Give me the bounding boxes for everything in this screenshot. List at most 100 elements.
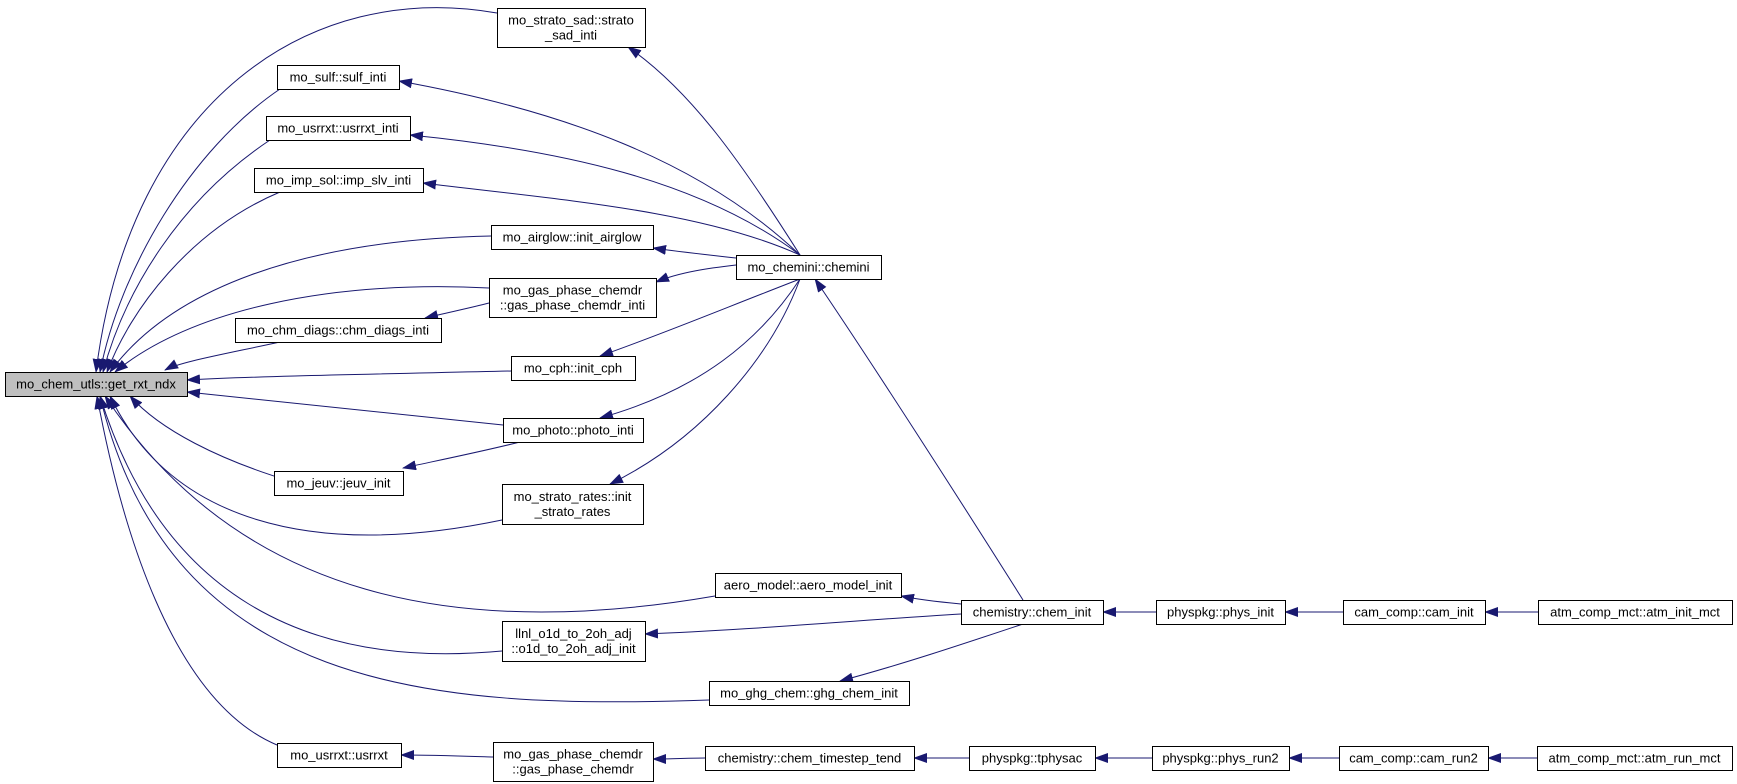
node-phys-init[interactable]: physpkg::phys_init [1156,600,1286,625]
node-label: mo_imp_sol::imp_slv_inti [266,173,411,188]
edge-arrow [109,235,492,373]
node-label: physpkg::phys_init [1167,605,1274,620]
node-label: ::o1d_to_2oh_adj_init [511,641,636,656]
node-box [1152,746,1290,771]
node-label: atm_comp_mct::atm_run_mct [1549,751,1721,766]
node-label: mo_airglow::init_airglow [503,230,642,245]
edge-arrow [104,395,716,613]
node-sulf[interactable]: mo_sulf::sulf_inti [277,65,400,90]
node-box [715,573,902,598]
node-chm-diags[interactable]: mo_chm_diags::chm_diags_inti [235,318,442,343]
node-imp-sol[interactable]: mo_imp_sol::imp_slv_inti [254,168,424,193]
node-box [493,742,654,782]
node-chemini[interactable]: mo_chemini::chemini [736,255,882,280]
edge-arrow [398,78,801,256]
node-strato-sad[interactable]: mo_strato_sad::strato_sad_inti [497,8,646,48]
node-aero-model[interactable]: aero_model::aero_model_init [715,573,902,598]
edge-arrow [599,278,801,357]
edge-strato_rates-to-root [109,395,503,536]
edge-arrow [424,302,490,320]
node-airglow[interactable]: mo_airglow::init_airglow [491,225,654,250]
edge-llnl-to-root [99,395,503,655]
node-box [1538,600,1733,625]
node-label: physpkg::tphysac [982,751,1083,766]
node-box [502,484,644,525]
edge-arrow [402,441,521,471]
edge-arrow [98,395,710,703]
node-box [235,318,442,343]
node-cam-init[interactable]: cam_comp::cam_init [1343,600,1486,625]
node-llnl[interactable]: llnl_o1d_to_2oh_adj::o1d_to_2oh_adj_init [502,621,646,662]
node-jeuv[interactable]: mo_jeuv::jeuv_init [274,471,404,496]
edge-airglow-to-root [109,235,492,373]
node-box [277,743,402,768]
node-box [1343,600,1486,625]
edge-chem_init-to-chemini [814,278,1024,601]
node-label: llnl_o1d_to_2oh_adj [515,626,631,641]
edge-arrow [409,131,801,256]
node-box [254,168,424,193]
edge-chem_init-to-aero_model [900,593,962,605]
node-box [511,356,636,381]
edge-arrow [106,191,281,373]
edge-arrow [186,388,504,426]
node-box [1339,746,1489,771]
node-box [491,225,654,250]
node-box [274,471,404,496]
node-chem-timestep[interactable]: chemistry::chem_timestep_tend [705,746,915,771]
node-label: mo_gas_phase_chemdr [503,747,643,762]
edge-gas_phase_inti-to-root [114,286,490,373]
edge-usrrxt-to-root [94,395,278,746]
edge-chemini-to-gas_phase_inti [655,264,737,283]
node-box [497,8,646,48]
edge-arrow [94,395,278,746]
node-label: mo_usrrxt::usrrxt_inti [277,121,398,136]
node-box [502,621,646,662]
node-label: atm_comp_mct::atm_init_mct [1550,605,1720,620]
edge-arrow [92,7,498,373]
edge-arrow [609,278,801,485]
node-label: chemistry::chem_timestep_tend [718,751,902,766]
edge-chemini-to-photo [599,278,801,420]
node-cam-run2[interactable]: cam_comp::cam_run2 [1339,746,1489,771]
node-label: physpkg::phys_run2 [1162,751,1278,766]
node-box [1156,600,1286,625]
node-usrrxt-inti[interactable]: mo_usrrxt::usrrxt_inti [266,116,411,141]
edge-arrow [839,623,1024,683]
node-photo[interactable]: mo_photo::photo_inti [503,418,644,443]
edge-arrow [164,341,281,371]
node-box [1537,746,1733,771]
node-label: mo_chm_diags::chm_diags_inti [247,323,429,338]
node-phys-run2[interactable]: physpkg::phys_run2 [1152,746,1290,771]
node-gas-phase[interactable]: mo_gas_phase_chemdr::gas_phase_chemdr [493,742,654,782]
node-gas-phase-inti[interactable]: mo_gas_phase_chemdr::gas_phase_chemdr_in… [489,278,657,318]
node-chem-init[interactable]: chemistry::chem_init [961,600,1104,625]
node-ghg[interactable]: mo_ghg_chem::ghg_chem_init [709,681,910,706]
node-cph[interactable]: mo_cph::init_cph [511,356,636,381]
node-usrrxt[interactable]: mo_usrrxt::usrrxt [277,743,402,768]
edge-arrow [814,278,1024,601]
node-strato-rates[interactable]: mo_strato_rates::init_strato_rates [502,484,644,525]
node-atm-run-mct[interactable]: atm_comp_mct::atm_run_mct [1537,746,1733,771]
node-box [736,255,882,280]
node-label: mo_gas_phase_chemdr [503,283,643,298]
node-tphysac[interactable]: physpkg::tphysac [969,746,1096,771]
node-label: mo_jeuv::jeuv_init [286,476,390,491]
edge-chemini-to-strato_sad [627,46,801,256]
edge-arrow [644,613,962,639]
edge-gas_phase_inti-to-chm_diags [424,302,490,320]
node-label: ::gas_phase_chemdr [512,762,634,777]
edge-gas_phase-to-usrrxt [400,750,494,761]
node-box [969,746,1096,771]
edge-photo-to-jeuv [402,441,521,471]
node-root[interactable]: mo_chem_utls::get_rxt_ndx [5,372,188,397]
node-label: cam_comp::cam_init [1354,605,1474,620]
node-atm-init-mct[interactable]: atm_comp_mct::atm_init_mct [1538,600,1733,625]
edge-photo-to-root [186,388,504,426]
edge-chem_init-to-llnl [644,613,962,639]
node-label: mo_strato_rates::init [514,489,632,504]
edge-chemini-to-strato_rates [609,278,801,485]
edge-sulf-to-root [97,88,281,373]
edge-chem_timestep-to-gas_phase [652,753,706,764]
